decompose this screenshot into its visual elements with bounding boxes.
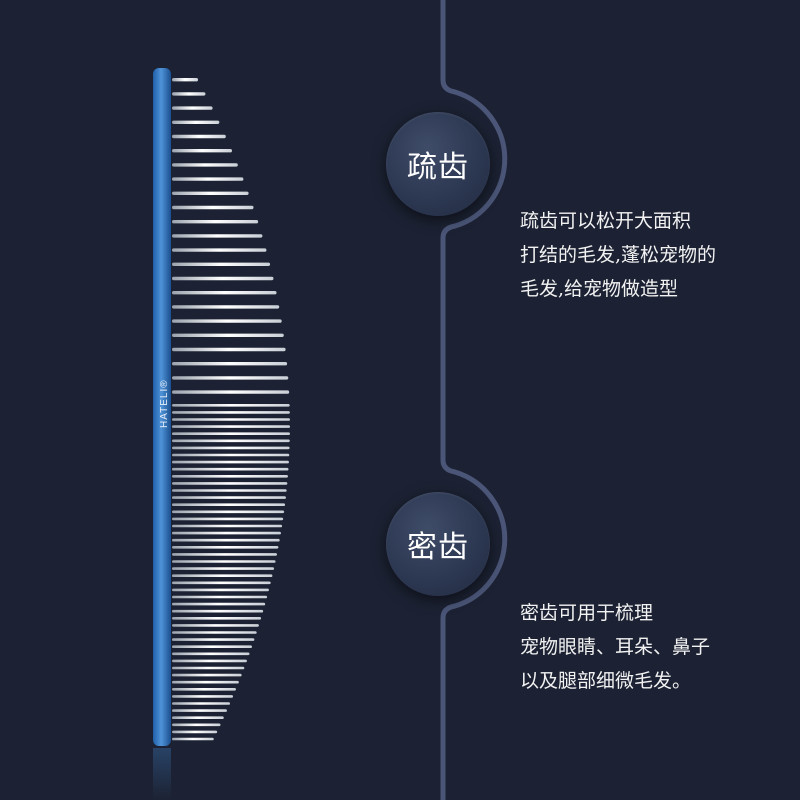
dense-teeth-badge: 密齿: [386, 492, 490, 596]
comb-tooth: [172, 205, 254, 210]
comb-tooth: [172, 624, 259, 627]
comb-tooth: [172, 291, 277, 295]
comb-tooth: [172, 390, 290, 394]
comb-tooth: [172, 737, 214, 741]
comb-tooth: [172, 411, 290, 414]
comb-tooth: [172, 149, 232, 153]
comb-tooth: [172, 638, 255, 641]
description-line: 毛发,给宠物做造型: [520, 278, 679, 300]
divider-line: [440, 0, 508, 800]
comb-tooth: [172, 418, 290, 421]
comb-tooth: [172, 659, 247, 663]
dense-teeth-description: 密齿可用于梳理 宠物眼睛、耳朵、鼻子 以及腿部细微毛发。: [520, 596, 790, 698]
comb-tooth: [172, 588, 269, 592]
comb-tooth: [172, 362, 288, 366]
comb-tooth: [172, 695, 234, 698]
description-line: 密齿可用于梳理: [520, 602, 654, 624]
comb-tooth: [172, 482, 288, 485]
comb-tooth: [172, 503, 286, 506]
comb-tooth: [172, 305, 280, 309]
comb-tooth: [172, 191, 249, 195]
wide-teeth: [172, 78, 290, 394]
description-line: 宠物眼睛、耳朵、鼻子: [520, 636, 711, 658]
comb-tooth: [172, 567, 275, 570]
comb-tooth: [172, 581, 271, 585]
comb-tooth: [172, 432, 290, 435]
comb-tooth: [172, 517, 284, 521]
comb-tooth: [172, 631, 257, 634]
comb-tooth: [172, 560, 276, 563]
comb-tooth: [172, 276, 274, 281]
comb-tooth: [172, 106, 213, 110]
comb-tooth: [172, 688, 236, 691]
comb-tooth: [172, 467, 289, 471]
comb-handle: [153, 68, 171, 746]
comb-tooth: [172, 609, 264, 613]
comb-tooth: [172, 666, 245, 670]
comb-tooth: [172, 220, 259, 224]
comb-tooth: [172, 134, 226, 139]
comb-tooth: [172, 595, 268, 599]
sparse-teeth-badge: 疏齿: [386, 112, 490, 216]
comb-tooth: [172, 496, 286, 499]
comb-tooth: [172, 376, 289, 380]
comb-tooth: [172, 602, 266, 606]
comb-tooth: [172, 475, 288, 478]
comb-tooth: [172, 510, 285, 514]
comb-tooth: [172, 730, 218, 734]
comb-tooth: [172, 546, 279, 549]
description-line: 打结的毛发,蓬松宠物的: [520, 244, 717, 266]
comb-tooth: [172, 177, 244, 181]
comb-tooth: [172, 347, 286, 352]
comb-tooth: [172, 78, 199, 82]
comb-tooth: [172, 460, 289, 464]
comb-tooth: [172, 553, 278, 556]
comb-tooth: [172, 709, 227, 712]
comb-tooth: [172, 680, 239, 684]
comb-tooth: [172, 723, 221, 727]
comb-tooth: [172, 645, 252, 648]
comb-tooth: [172, 617, 262, 620]
fine-teeth: [172, 404, 290, 741]
comb-tooth: [172, 120, 220, 124]
comb-tooth: [172, 446, 290, 450]
comb-tooth: [172, 92, 206, 96]
comb-tooth: [172, 163, 238, 167]
comb-tooth: [172, 673, 242, 677]
comb-reflection: [153, 748, 171, 800]
comb-tooth: [172, 574, 273, 577]
comb-tooth: [172, 531, 281, 535]
comb-tooth: [172, 425, 290, 428]
comb-tooth: [172, 702, 231, 705]
comb-tooth: [172, 652, 250, 656]
description-line: 疏齿可以松开大面积: [520, 210, 692, 232]
comb-tooth: [172, 319, 282, 323]
description-line: 以及腿部细微毛发。: [520, 670, 692, 692]
sparse-teeth-description: 疏齿可以松开大面积 打结的毛发,蓬松宠物的 毛发,给宠物做造型: [520, 204, 790, 306]
comb-tooth: [172, 524, 283, 528]
comb-tooth: [172, 333, 284, 337]
comb-tooth: [172, 439, 290, 443]
comb-tooth: [172, 262, 271, 266]
comb-tooth: [172, 538, 280, 542]
handle-brand-text: HATELI®: [159, 379, 170, 428]
comb-tooth: [172, 248, 267, 252]
comb-tooth: [172, 234, 263, 238]
comb-tooth: [172, 453, 290, 457]
comb-tooth: [172, 404, 290, 407]
comb-tooth: [172, 716, 224, 719]
comb-tooth: [172, 489, 287, 492]
